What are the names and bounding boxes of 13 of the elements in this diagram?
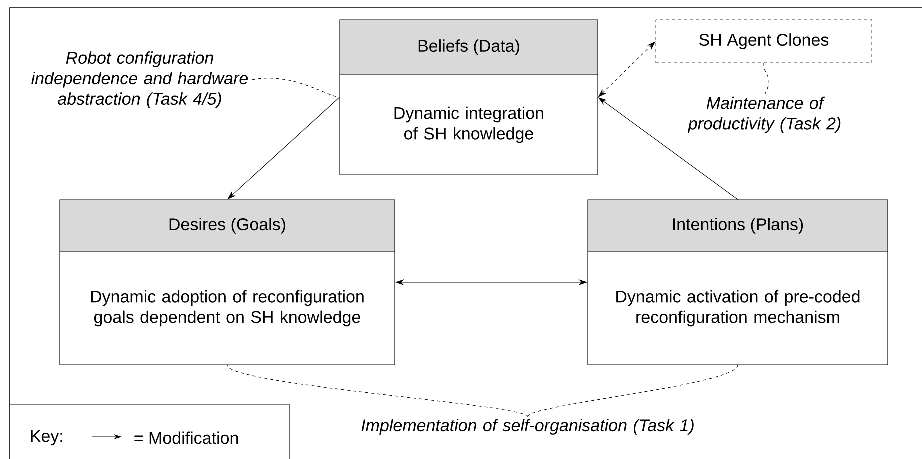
dashed-box: SH Agent Clones xyxy=(656,20,872,64)
brace-line xyxy=(227,365,528,418)
legend-text: = Modification xyxy=(134,432,238,444)
process-box: Beliefs (Data) Dynamic integration of SH knowledge xyxy=(340,20,598,176)
process-box: Intentions (Plans) Dynamic activation of pre-coded reconfiguration mechanism xyxy=(588,200,888,366)
leader-line xyxy=(764,62,770,95)
annotation-text: Robot configuration independence and hardware abstraction (Task 4/5) xyxy=(32,52,248,108)
leader-line xyxy=(252,78,340,98)
brace-line xyxy=(528,365,738,418)
process-box: Desires (Goals) Dynamic adoption of reconfiguration goals dependent on SH knowledge xyxy=(60,200,396,366)
annotation-text: Implementation of self-organisation (Task 1) xyxy=(362,419,694,435)
annotation-text: Maintenance of productivity (Task 2) xyxy=(688,96,841,134)
key-label: Key: xyxy=(31,430,62,446)
